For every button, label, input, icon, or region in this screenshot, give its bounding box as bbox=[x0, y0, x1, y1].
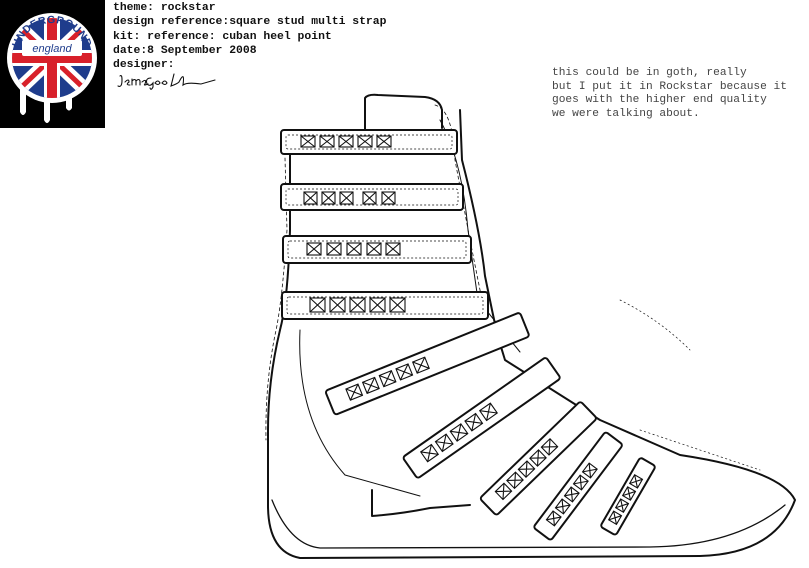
banner bbox=[22, 40, 82, 56]
stud-row bbox=[309, 297, 406, 313]
stud-row bbox=[419, 402, 499, 463]
stud-row bbox=[303, 191, 396, 205]
note-line: goes with the higher end quality bbox=[552, 94, 767, 107]
stud-row bbox=[545, 462, 598, 527]
designer-signature bbox=[117, 73, 216, 90]
brand-logo: england UNDERGROUND bbox=[0, 0, 105, 128]
studs bbox=[300, 135, 644, 527]
theme-line: theme: rockstar bbox=[113, 2, 216, 14]
note-line: we were talking about. bbox=[552, 107, 700, 120]
designer-note: this could be in goth, really but I put … bbox=[552, 67, 787, 121]
note-line: but I put it in Rockstar because it bbox=[552, 80, 787, 93]
stud-row bbox=[345, 356, 430, 401]
stud-row bbox=[607, 474, 644, 526]
brand-sub-text: england bbox=[32, 43, 72, 55]
boot-sole-line bbox=[271, 499, 786, 549]
stud-row bbox=[306, 242, 401, 256]
boot-shaft-outline bbox=[267, 93, 796, 559]
kit-reference-line: kit: reference: cuban heel point bbox=[113, 30, 332, 43]
spec-sheet: theme: rockstar design reference:square … bbox=[113, 1, 386, 72]
design-reference-line: design reference:square stud multi strap bbox=[113, 16, 387, 29]
designer-line: designer: bbox=[113, 59, 175, 72]
note-line: this could be in goth, really bbox=[552, 67, 747, 79]
stud-row bbox=[300, 135, 392, 148]
boot-heel bbox=[371, 489, 471, 517]
toe-dotted-line bbox=[619, 299, 761, 471]
underground-england-badge: england UNDERGROUND bbox=[7, 13, 97, 123]
date-line: date:8 September 2008 bbox=[113, 44, 257, 57]
stud-row bbox=[494, 437, 559, 501]
